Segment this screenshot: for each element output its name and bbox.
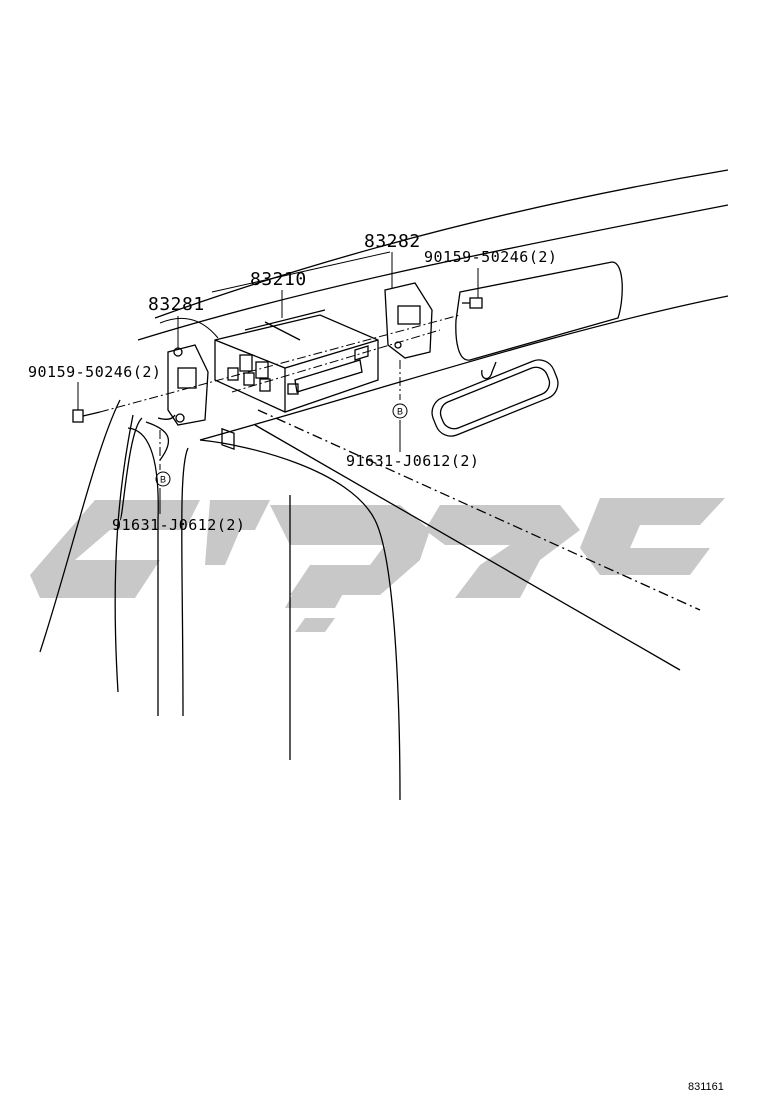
audio-unit-83210 [214,309,379,451]
svg-text:B: B [160,475,166,485]
leader-lines [77,251,479,514]
watermark-logo [30,498,725,632]
label-83282: 83282 [364,231,421,252]
label-bolt-left: 90159-50246(2) [28,363,161,381]
bracket-83281 [157,344,209,426]
bolt-right-icon [462,297,483,309]
roof-outline [39,169,729,801]
svg-text:B: B [397,407,403,417]
marker-b-left: B [155,471,171,487]
bracket-83282 [384,282,433,359]
bolt-left-icon [72,409,101,423]
label-bolt-right: 90159-50246(2) [424,248,557,266]
center-lines [99,314,461,470]
label-screw-right: 91631-J0612(2) [346,452,479,470]
mirror-assembly [431,261,623,437]
label-83210: 83210 [250,269,307,290]
label-screw-left: 91631-J0612(2) [112,516,245,534]
figure-ref-number: 831161 [688,1081,724,1093]
marker-b-right: B [392,403,408,419]
label-83281: 83281 [148,294,205,315]
